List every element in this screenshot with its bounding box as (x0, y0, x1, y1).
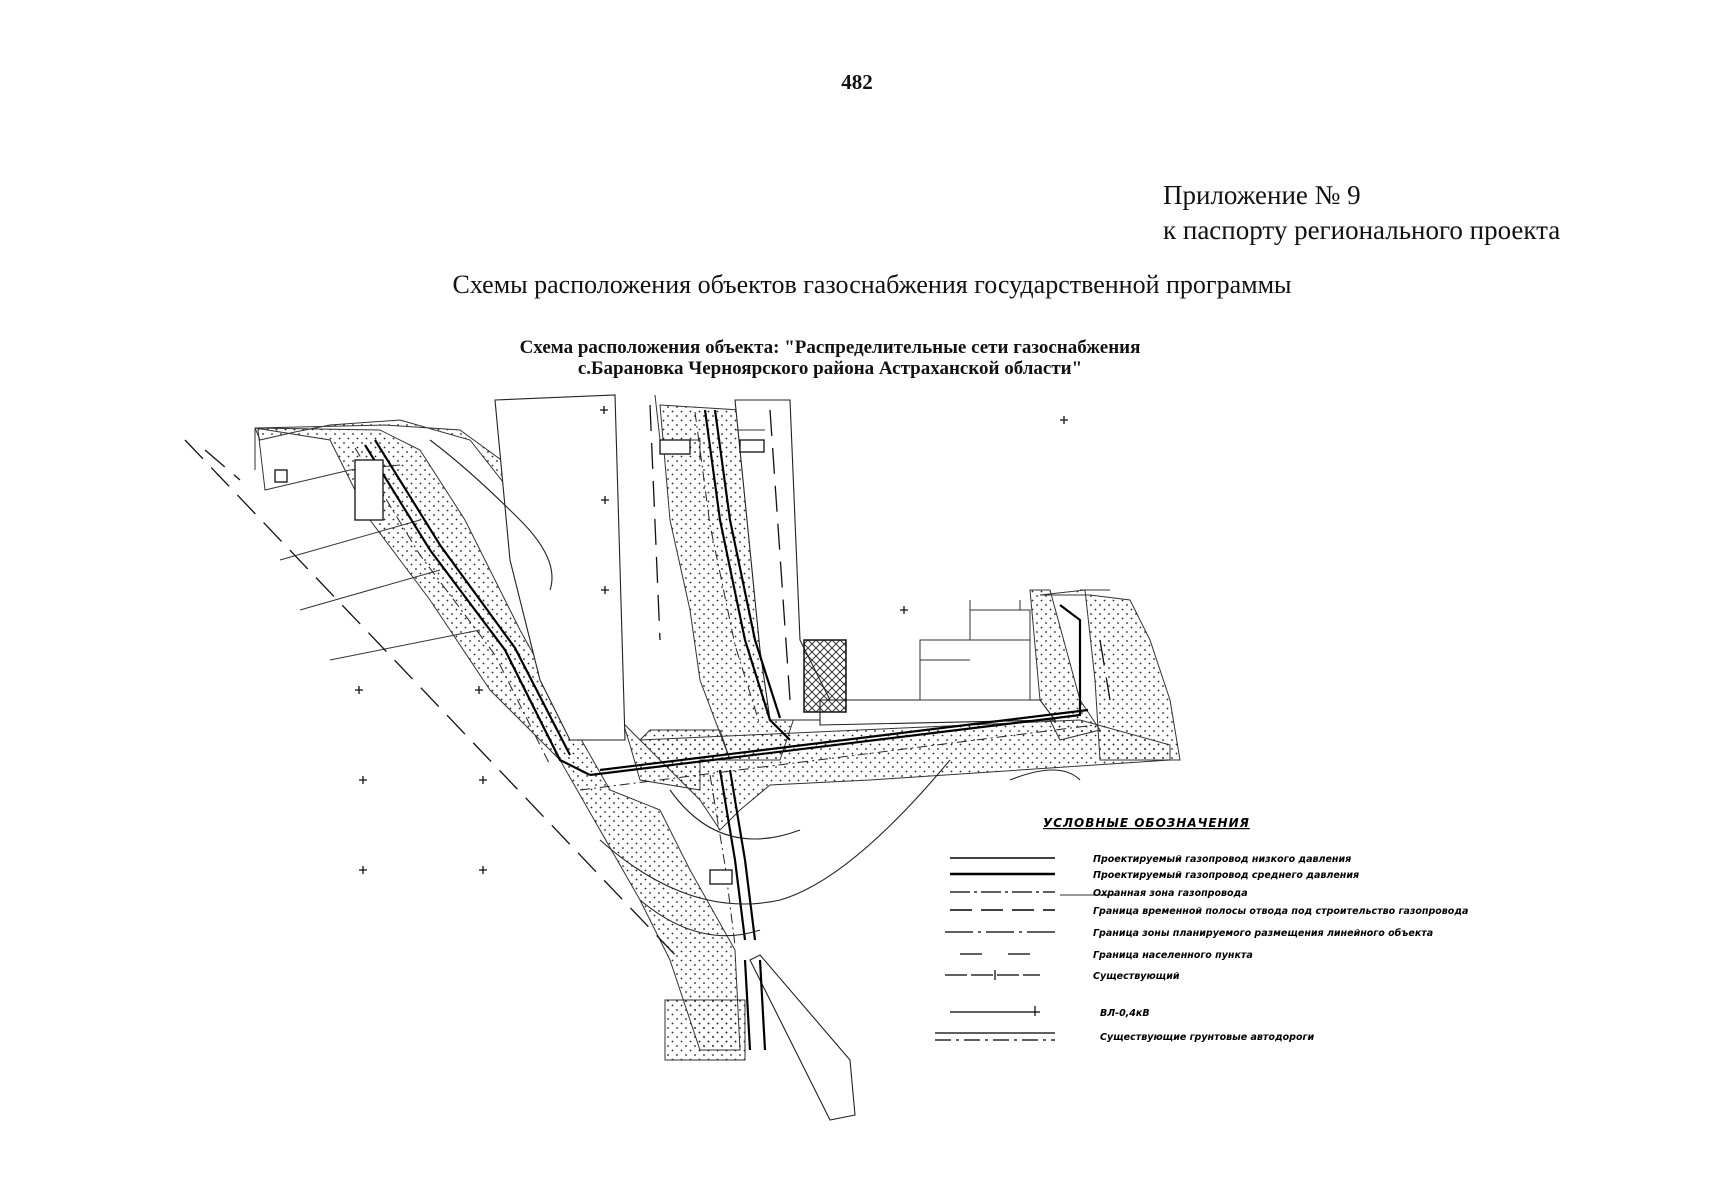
small-structures (274, 439, 765, 885)
legend-label-medium-pressure: Проектируемый газопровод среднего давлен… (1093, 870, 1359, 881)
map-title-line-2: с.Барановка Черноярского района Астрахан… (577, 358, 1083, 379)
map-title-line-1: Схема расположения объекта: "Распределит… (519, 337, 1141, 358)
legend-label-existing: Существующий (1093, 971, 1180, 982)
main-title: Схемы расположения объектов газоснабжени… (452, 270, 1292, 299)
legend-label-power-line: ВЛ-0,4кВ (1100, 1008, 1150, 1019)
gas-pipeline (364, 409, 1089, 1051)
settlement-boundary (184, 404, 1111, 961)
legend-label-dirt-roads: Существующие грунтовые автодороги (1100, 1032, 1314, 1043)
legend-label-temporary-strip: Граница временной полосы отвода под стро… (1093, 906, 1468, 917)
street-corridors (494, 394, 1057, 1121)
protective-zone (354, 411, 1096, 946)
appendix-line-2: к паспорту регионального проекта (1163, 215, 1561, 245)
appendix-caption: Приложение № 9 к паспорту регионального … (1163, 178, 1560, 248)
legend-title: УСЛОВНЫЕ ОБОЗНАЧЕНИЯ (1043, 816, 1250, 830)
appendix-line-1: Приложение № 9 (1163, 180, 1361, 210)
parcel-boundaries (254, 394, 1115, 896)
page-number: 482 (841, 70, 873, 94)
legend-label-protective-zone: Охранная зона газопровода (1093, 888, 1248, 899)
legend-label-settlement-boundary: Граница населенного пункта (1093, 950, 1253, 961)
survey-crosses (355, 406, 1068, 874)
legend-label-low-pressure: Проектируемый газопровод низкого давлени… (1093, 854, 1351, 865)
existing-roads (429, 439, 1081, 937)
hatched-building (803, 639, 847, 713)
legend-label-placement-zone: Граница зоны планируемого размещения лин… (1093, 928, 1433, 939)
map-title: Схема расположения объекта: "Распределит… (300, 337, 1360, 379)
legend: УСЛОВНЫЕ ОБОЗНАЧЕНИЯ Проектируемый газоп… (935, 816, 1468, 1043)
